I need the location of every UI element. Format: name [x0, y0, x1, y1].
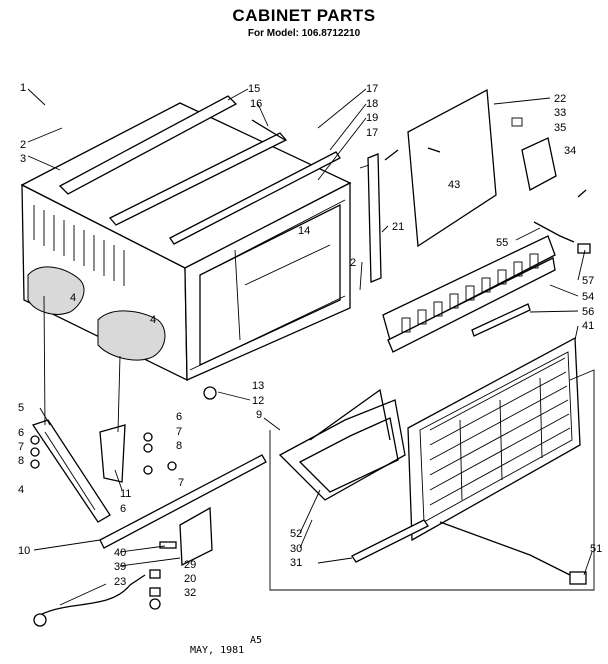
callout-57: 57: [582, 275, 594, 287]
callout-33: 33: [554, 107, 566, 119]
support-bracket-5: [31, 419, 111, 523]
callout-34: 34: [564, 145, 576, 157]
cabinet-body: [20, 95, 352, 400]
footer-stamp: A5 MAY, 1981: [190, 636, 262, 656]
callout-7: 7: [176, 426, 182, 438]
box-outline-9: [269, 369, 595, 591]
callout-29: 29: [184, 559, 196, 571]
callout-1: 1: [20, 82, 26, 94]
callout-7: 7: [178, 477, 184, 489]
filter-frame-30: [278, 388, 429, 563]
page-title: CABINET PARTS: [232, 6, 376, 25]
callout-40: 40: [114, 547, 126, 559]
callout-2: 2: [350, 257, 356, 269]
callout-43: 43: [448, 179, 460, 191]
callout-6: 6: [176, 411, 182, 423]
callout-12: 12: [252, 395, 264, 407]
callout-17: 17: [366, 127, 378, 139]
callout-17: 17: [366, 83, 378, 95]
callout-4: 4: [18, 484, 24, 496]
callout-22: 22: [554, 93, 566, 105]
callout-5: 5: [18, 402, 24, 414]
callout-39: 39: [114, 561, 126, 573]
callout-13: 13: [252, 380, 264, 392]
front-grille-41: [407, 336, 581, 542]
callout-56: 56: [582, 306, 594, 318]
callout-51: 51: [590, 543, 602, 555]
callout-14: 14: [298, 225, 310, 237]
callout-11: 11: [120, 488, 131, 500]
callout-15: 15: [248, 83, 260, 95]
callout-41: 41: [582, 320, 594, 332]
callout-52: 52: [290, 528, 302, 540]
callout-16: 16: [250, 98, 262, 110]
footer-code: A5: [250, 635, 263, 646]
callout-8: 8: [176, 440, 182, 452]
callout-4: 4: [150, 314, 156, 326]
front-rail-10: [99, 454, 267, 567]
callout-55: 55: [496, 237, 508, 249]
callout-labels: 1 2 3 4 4 5 6 7 8 4 15 16 17 18 19 17 22…: [18, 82, 602, 599]
callout-18: 18: [366, 98, 378, 110]
control-panel-54: [382, 221, 591, 353]
ground-wire-23: [33, 569, 161, 627]
callout-2: 2: [20, 139, 26, 151]
callout-6: 6: [18, 427, 24, 439]
callout-9: 9: [256, 409, 262, 421]
callout-32: 32: [184, 587, 196, 599]
callout-4: 4: [70, 292, 76, 304]
channel-21: [359, 149, 399, 283]
callout-20: 20: [184, 573, 196, 585]
model-subtitle: For Model: 106.8712210: [247, 28, 361, 39]
callout-35: 35: [554, 122, 566, 134]
callout-30: 30: [290, 543, 302, 555]
callout-31: 31: [290, 557, 302, 569]
callout-6: 6: [120, 503, 126, 515]
callout-19: 19: [366, 112, 378, 124]
cover-panel-22: [407, 88, 587, 248]
bracket-11: [30, 424, 177, 483]
callout-3: 3: [20, 153, 26, 165]
callout-7: 7: [18, 441, 24, 453]
callout-54: 54: [582, 291, 594, 303]
callout-10: 10: [18, 545, 30, 557]
footer-date: MAY, 1981: [190, 645, 245, 656]
callout-21: 21: [392, 221, 404, 233]
leader-lines: [27, 88, 593, 606]
callout-8: 8: [18, 455, 24, 467]
callout-23: 23: [114, 576, 126, 588]
power-cord-51: [439, 521, 587, 585]
